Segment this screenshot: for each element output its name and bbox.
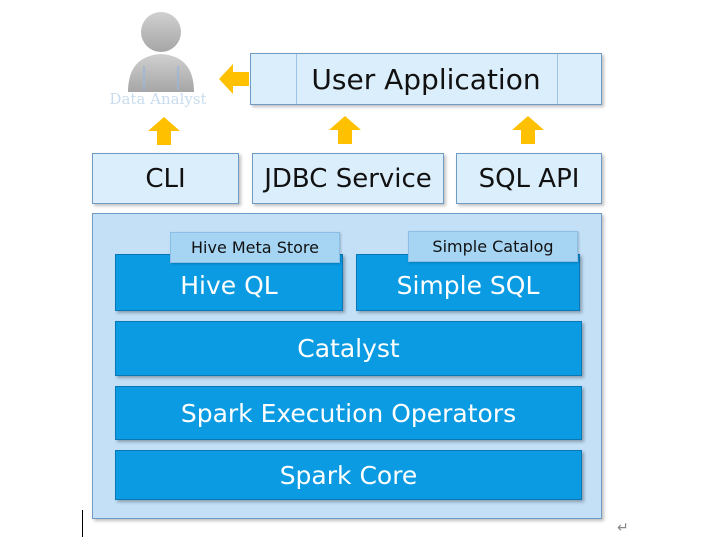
arrow-up-icon [148, 117, 180, 145]
simple-catalog-label: Simple Catalog [432, 237, 554, 256]
app-divider-left [296, 54, 297, 104]
hive-ql-box: Hive QL [115, 254, 343, 311]
hive-ql-label: Hive QL [180, 271, 278, 300]
spark-core-box: Spark Core [115, 450, 582, 500]
data-analyst-label: Data Analyst [109, 90, 207, 108]
spark-execution-operators-label: Spark Execution Operators [180, 398, 517, 428]
arrow-up-icon [329, 116, 361, 144]
catalyst-box: Catalyst [115, 321, 582, 376]
hive-meta-store-label: Hive Meta Store [191, 238, 319, 257]
arrow-up-icon [512, 116, 544, 144]
user-application-label: User Application [311, 62, 541, 96]
jdbc-service-box: JDBC Service [252, 153, 444, 204]
sql-api-label: SQL API [478, 163, 580, 194]
jdbc-service-label: JDBC Service [264, 163, 432, 194]
spark-core-label: Spark Core [279, 460, 418, 490]
app-divider-right [557, 54, 558, 104]
hive-meta-store-tag: Hive Meta Store [170, 232, 340, 263]
simple-sql-label: Simple SQL [396, 271, 540, 300]
cli-label: CLI [145, 163, 186, 194]
simple-catalog-tag: Simple Catalog [408, 231, 578, 262]
sql-api-box: SQL API [456, 153, 602, 204]
data-analyst-figure [118, 6, 204, 106]
simple-sql-box: Simple SQL [356, 254, 580, 311]
catalyst-label: Catalyst [297, 334, 400, 363]
person-icon [128, 12, 194, 92]
text-cursor [82, 510, 83, 537]
spark-execution-operators-box: Spark Execution Operators [115, 386, 582, 440]
cli-box: CLI [92, 153, 239, 204]
arrow-left-icon [219, 62, 249, 96]
user-application-box: User Application [250, 53, 602, 105]
return-mark: ↵ [617, 520, 629, 536]
